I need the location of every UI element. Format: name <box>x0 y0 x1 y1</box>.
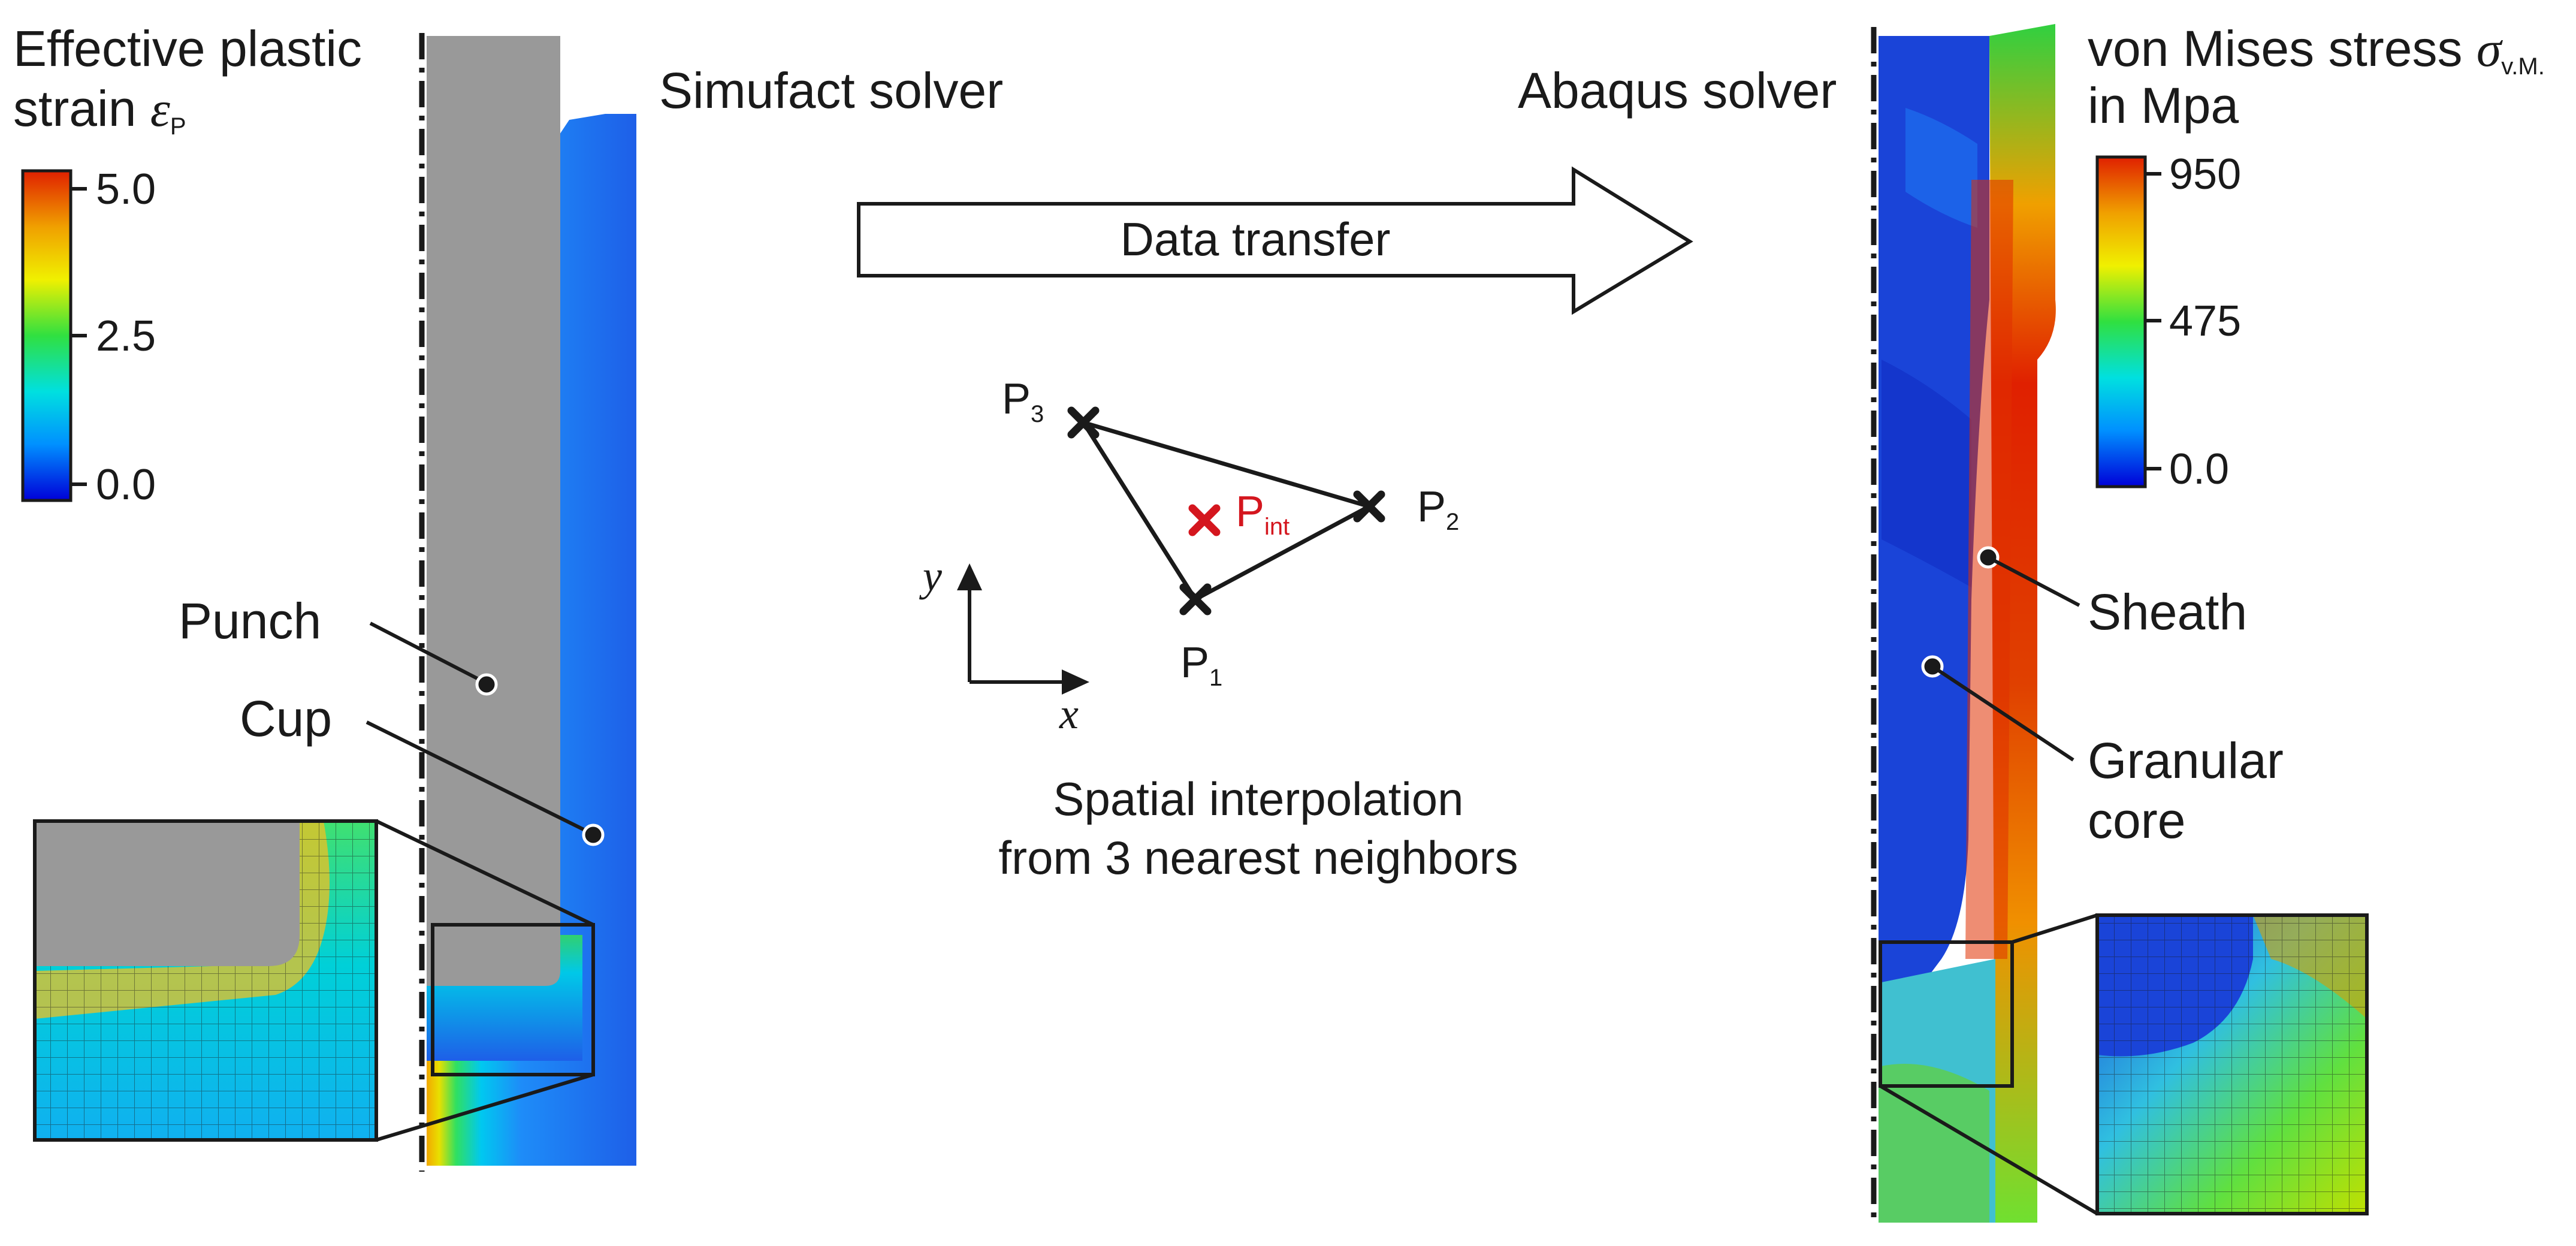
right-tick-label-mid: 475 <box>2169 297 2241 345</box>
transfer-arrow-icon <box>857 166 1693 315</box>
right-zoom-frame <box>2095 913 2369 1215</box>
left-tick-label-mid: 2.5 <box>96 312 156 360</box>
right-zoom-connector-top <box>2012 913 2098 944</box>
abaqus-solver-label: Abaqus solver <box>1518 62 1837 119</box>
left-zoom-connector-top <box>375 819 594 927</box>
left-legend-symbol-sub: P <box>170 113 186 140</box>
core-bottom-green <box>1879 1064 1989 1223</box>
x-axis-label: x <box>1059 690 1079 738</box>
core-label-line2: core <box>2088 792 2185 849</box>
right-tick-label-bottom: 0.0 <box>2169 445 2229 493</box>
sheath-high-stress-band <box>1965 180 2013 959</box>
p3-label: P3 <box>1002 375 1044 427</box>
sheath-leader-line <box>1987 556 2080 607</box>
cup-leader-dot <box>582 823 605 846</box>
right-zoom-connector-bottom <box>1879 1084 2098 1215</box>
right-panel: Abaqus solver von Mises stress σv.M. in … <box>1518 20 2545 1226</box>
core-dark-region <box>1882 360 1971 587</box>
left-zoom-source-box <box>431 923 595 1076</box>
right-legend-title-line2: in Mpa <box>2088 77 2239 134</box>
p1-label: P1 <box>1180 639 1222 691</box>
left-zoom-inset <box>33 819 378 1142</box>
svg-text:strain εP: strain εP <box>13 80 186 140</box>
y-axis-label: y <box>919 552 942 600</box>
y-axis-arrowhead <box>957 563 982 590</box>
pint-label: Pint <box>1236 488 1289 540</box>
sheath-label: Sheath <box>2088 584 2247 640</box>
interpolated-point-cross-icon <box>1188 504 1221 536</box>
left-tick-label-bottom: 0.0 <box>96 461 156 509</box>
p2-label: P2 <box>1417 483 1459 535</box>
right-zoom-inset <box>2095 913 2369 1215</box>
neighbor-triangle <box>1079 419 1375 602</box>
right-legend-symbol-sub: v.M. <box>2501 53 2545 80</box>
caption-line2: from 3 nearest neighbors <box>998 831 1518 884</box>
data-transfer-label: Data transfer <box>1121 213 1391 266</box>
node-cross-icon <box>1067 406 1100 439</box>
right-zoom-source-box <box>1879 940 2014 1088</box>
node-cross-icon <box>1353 490 1385 523</box>
punch-body <box>427 36 560 986</box>
middle-panel: Data transfer P3 P2 P1 Pint y x Spatial … <box>857 166 1693 884</box>
right-tick-label-top: 950 <box>2169 150 2241 198</box>
caption-line1: Spatial interpolation <box>1053 773 1463 825</box>
punch-leader-dot <box>475 673 498 696</box>
cup-body <box>427 114 636 1166</box>
node-cross-icon <box>1179 583 1212 616</box>
left-panel: Effective plastic strain εP 5.0 2.5 0.0 … <box>13 20 1003 1172</box>
left-legend-symbol: ε <box>150 82 171 137</box>
core-light-region-1 <box>1905 108 1977 228</box>
left-colorbar <box>21 169 73 502</box>
simufact-solver-label: Simufact solver <box>659 62 1003 119</box>
right-legend-title-line1: von Mises stress σv.M. <box>2088 20 2545 80</box>
right-legend-symbol: σ <box>2477 22 2503 77</box>
core-leader-line <box>1931 665 2074 762</box>
left-zoom-connector-bottom <box>376 1073 594 1142</box>
cup-leader-line <box>366 720 594 836</box>
punch-label: Punch <box>179 593 321 649</box>
punch-leader-line <box>369 622 488 685</box>
core-label-line1: Granular <box>2088 732 2284 789</box>
right-colorbar <box>2095 155 2147 488</box>
left-zoom-frame <box>33 819 378 1142</box>
right-zoom-mesh <box>2097 915 2367 1214</box>
x-axis-arrowhead <box>1062 669 1089 695</box>
left-legend-title-line2: strain <box>13 80 150 137</box>
left-zoom-punch <box>35 821 300 966</box>
left-legend-title-line1: Effective plastic <box>13 20 362 77</box>
left-tick-label-top: 5.0 <box>96 165 156 213</box>
cup-label: Cup <box>240 690 332 747</box>
